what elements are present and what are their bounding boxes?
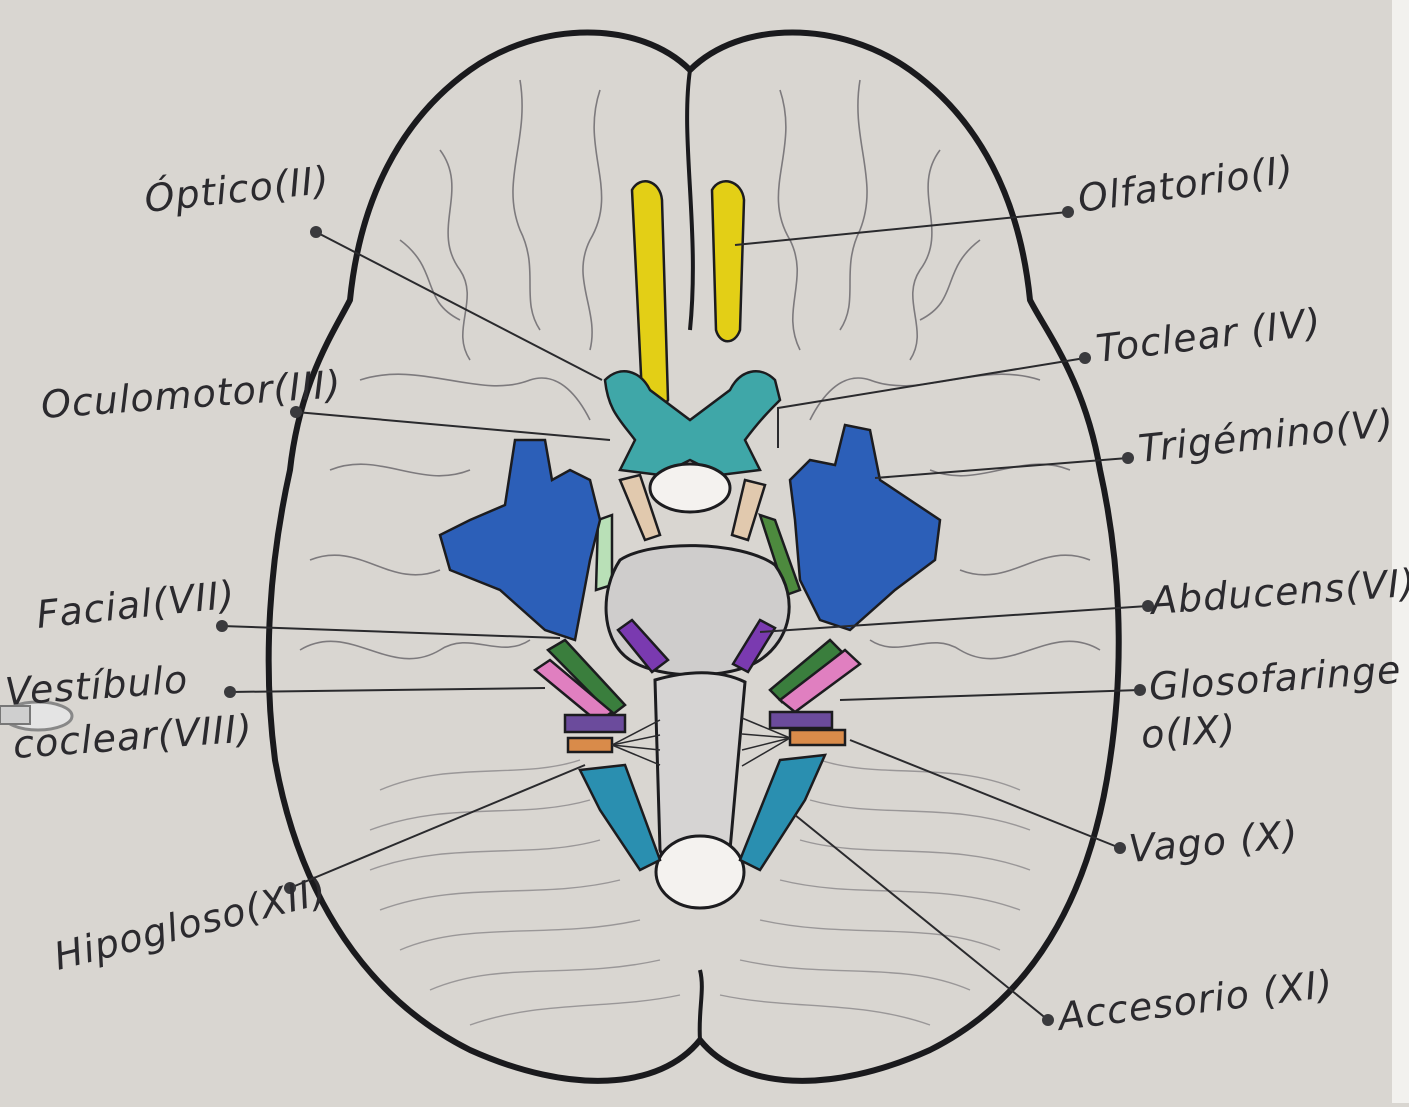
cerebellar-notch [700,970,702,1040]
spinal-cord-section [656,836,744,908]
label-glosofaringeo-line2: o(IX) [1140,706,1238,757]
pons-shape [606,546,789,675]
page-edge [1392,0,1409,1103]
glossopharyngeal-nerve-shape-right [770,712,832,728]
glossopharyngeal-nerve-shape [565,715,625,732]
pituitary-stalk-shape [650,464,730,512]
vagus-nerve-shape-right [790,730,845,745]
vagus-nerve-shape [568,738,612,752]
